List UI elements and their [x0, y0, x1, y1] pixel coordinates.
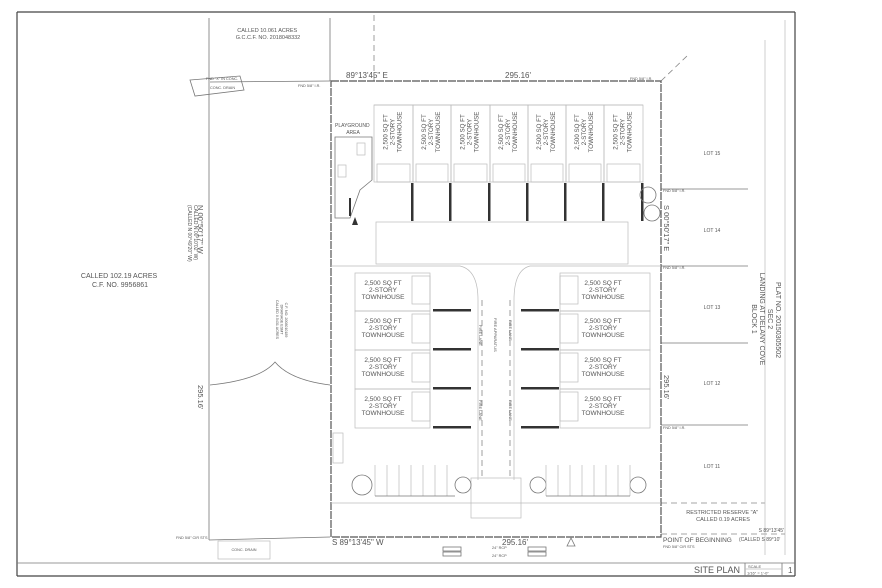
townhouse-label: 2,500 SQ FT2-STORYTOWNHOUSE	[460, 112, 481, 153]
fire-lane-label: FIRE LANE	[508, 320, 513, 341]
iron-rod-label: FND 5/8" I.R.	[663, 189, 685, 193]
townhouse-unit: 2,500 SQ FT2-STORYTOWNHOUSE	[527, 104, 567, 221]
hedge	[602, 183, 605, 221]
playground-label: PLAYGROUND AREA	[335, 123, 371, 136]
site-boundary	[330, 80, 662, 538]
drive-aisle: FIRE LANE FIRE LANE FIRE APPARATUS FIRE …	[331, 221, 661, 519]
sheet-border	[16, 11, 796, 577]
townhouse-unit: 2,500 SQ FT2-STORYTOWNHOUSE	[603, 104, 644, 221]
townhouse-unit: 2,500 SQ FT2-STORYTOWNHOUSE	[412, 104, 452, 221]
iron-rod-label: FND 5/8" I.R.	[663, 266, 685, 270]
top-townhouse-row: 2,500 SQ FT2-STORYTOWNHOUSE 2,500 SQ FT2-…	[373, 104, 644, 221]
townhouse-label: 2,500 SQ FT2-STORYTOWNHOUSE	[574, 112, 595, 153]
hedge	[488, 183, 491, 221]
south-distance: 295.16'	[502, 538, 528, 547]
townhouse-unit: 2,500 SQ FT2-STORYTOWNHOUSE	[450, 104, 491, 221]
conc-drain-label: CONC. DRAIN	[210, 86, 235, 90]
townhouse-unit: 2,500 SQ FT2-STORYTOWNHOUSE	[489, 104, 529, 221]
reserve-label: RESTRICTED RESERVE "A" CALLED 0.19 ACRES	[686, 510, 760, 523]
west-called: (CALLED N 00°49'20" W) CALLED N 00°10'02…	[186, 205, 198, 263]
fire-apparatus-label: FIRE APPARATUS	[493, 318, 498, 352]
pipe-label: 24" RCP	[492, 554, 507, 558]
title-block: SITE PLAN SCALE 1/16" = 1'-0" 1	[694, 563, 793, 576]
lot-label: LOT 13	[704, 305, 721, 311]
iron-rod-label: FND 5/8" I.R.	[630, 77, 652, 81]
lot-label: LOT 14	[704, 228, 721, 234]
south-bearing: S 89°13'45" W	[332, 538, 384, 547]
townhouse-label: 2,500 SQ FT2-STORYTOWNHOUSE	[536, 112, 557, 153]
hedge	[641, 183, 644, 221]
point-of-beginning: POINT OF BEGINNING	[663, 537, 732, 544]
townhouse-label: 2,500 SQ FT2-STORYTOWNHOUSE	[613, 112, 634, 153]
fnd-x-monument: FND "X" IN CONC.	[206, 77, 238, 81]
east-subdivision-label: BLOCK 1 LANDING AT DELANY COVE SEC 2 PLA…	[750, 273, 781, 368]
scale-value: 1/16" = 1'-0"	[747, 571, 769, 576]
townhouse-label: 2,500 SQ FT2-STORYTOWNHOUSE	[383, 112, 404, 153]
east-bearing: S 00°50'17" E	[662, 205, 671, 251]
north-tract-label: CALLED 10.061 ACRES G.C.C.F. NO. 2018048…	[236, 28, 301, 41]
bottom-parking	[332, 186, 661, 497]
hedge	[564, 183, 567, 221]
townhouse-label: 2,500 SQ FT2-STORYTOWNHOUSE	[498, 112, 519, 153]
townhouse-unit: 2,500 SQ FT2-STORYTOWNHOUSE	[565, 104, 605, 221]
lot-label: LOT 12	[704, 381, 721, 387]
townhouse-label: 2,500 SQ FT2-STORYTOWNHOUSE	[421, 112, 442, 153]
lot-label: LOT 15	[704, 151, 721, 157]
north-bearing: 89°13'45" E	[346, 71, 388, 80]
cir-label: FND 5/8" CIR STS	[176, 536, 208, 540]
west-bearing: N 00°50'17" W	[196, 205, 205, 255]
annotations: CALLED 10.061 ACRES G.C.C.F. NO. 2018048…	[81, 28, 784, 558]
southeast-bearing: S 89°13'45'	[759, 528, 784, 534]
hedge	[449, 183, 452, 221]
cir-label: FND 5/8" CIR STS	[663, 545, 695, 549]
hedge	[526, 183, 529, 221]
playground-area: PLAYGROUND AREA	[334, 123, 373, 225]
iron-rod-label: FND 5/8" I.R.	[298, 84, 320, 88]
lot-label: LOT 11	[704, 464, 720, 470]
hedge	[411, 183, 414, 221]
townhouse-unit: 2,500 SQ FT2-STORYTOWNHOUSE	[373, 104, 414, 221]
fire-lane-label: FIRE LANE	[508, 400, 513, 421]
fire-lane-label: FIRE LANE	[478, 325, 483, 346]
drainage-easement-label: CALLED 0.5431 ACRES DRAINAGE ESMT C.F. N…	[275, 300, 288, 340]
west-distance: 295.16'	[196, 385, 205, 410]
property-lines	[189, 15, 785, 560]
sheet-title: SITE PLAN	[694, 565, 740, 575]
sheet-number: 1	[788, 566, 793, 575]
conc-drain-label: CONC. DRAIN	[231, 548, 256, 552]
southeast-called: (CALLED S 89°10'	[739, 537, 780, 543]
fire-lane-label: FIRE LANE	[478, 400, 483, 421]
pipe-label: 24" RCP	[492, 546, 507, 550]
scale-label: SCALE	[748, 564, 761, 569]
iron-rod-label: FND 5/8" I.R.	[663, 426, 685, 430]
north-distance: 295.16'	[505, 71, 531, 80]
west-tract-label: CALLED 102.19 ACRES C.F. NO. 9956861	[81, 273, 159, 289]
east-distance: 295.16'	[662, 375, 671, 400]
